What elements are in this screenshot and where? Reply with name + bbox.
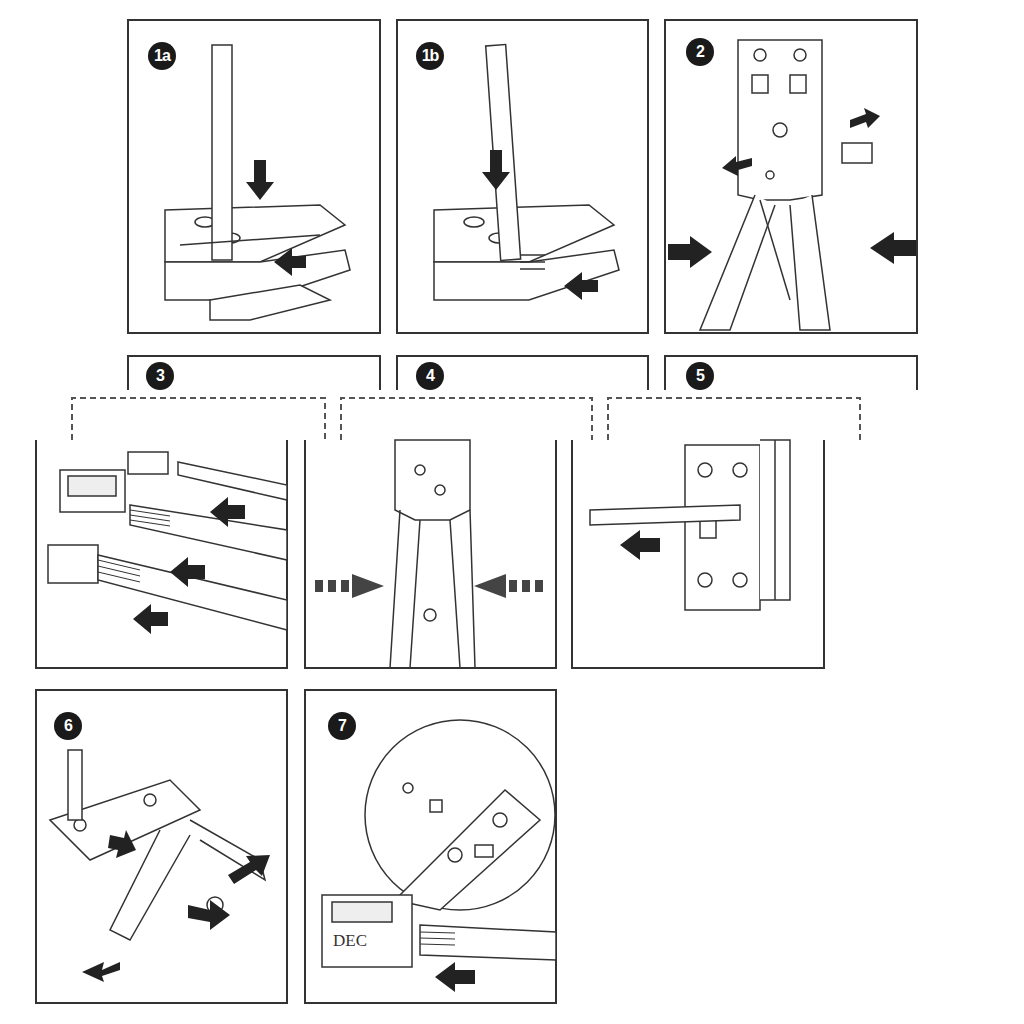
callout-number: 1b <box>416 42 444 70</box>
callout-number: 1a <box>148 42 176 70</box>
callout-number: 6 <box>54 712 82 740</box>
callout-number: 4 <box>416 362 444 390</box>
callout-number: 7 <box>328 712 356 740</box>
connector-marking: DEC <box>331 932 369 950</box>
callout-number: 5 <box>686 362 714 390</box>
callout-number: 3 <box>146 362 174 390</box>
callout-number: 2 <box>686 38 714 66</box>
